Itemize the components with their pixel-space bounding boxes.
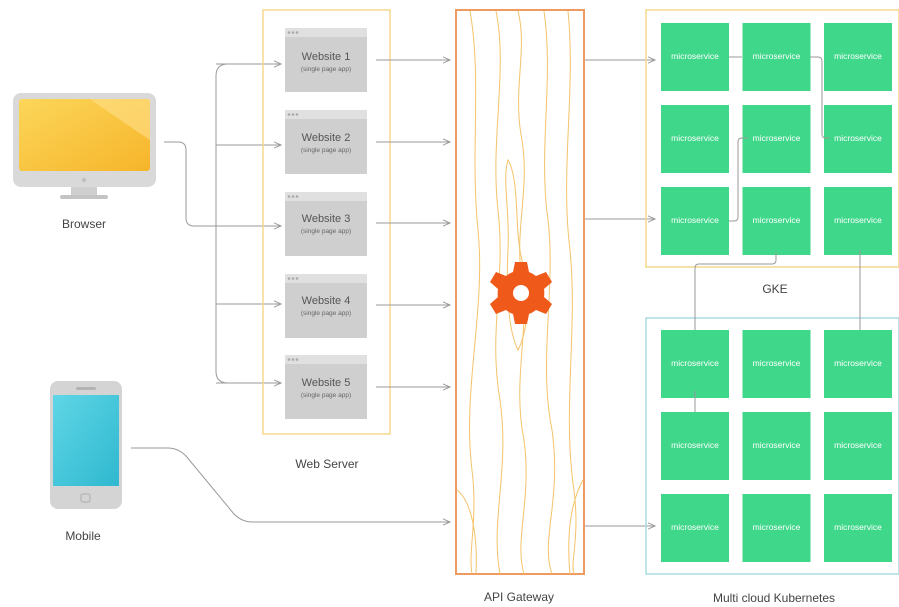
web-server: Web Server (262, 9, 391, 471)
microservice-tile[interactable]: microservice (824, 187, 892, 255)
microservice-label: microservice (671, 215, 719, 225)
microservice-tile[interactable]: microservice (742, 105, 811, 173)
microservice-tile[interactable]: microservice (824, 412, 892, 480)
gateway-to-cluster-connectors (585, 60, 655, 526)
browser-label: Browser (62, 217, 106, 231)
mobile-connector (131, 447, 450, 522)
gke-frame (645, 9, 899, 268)
website-card[interactable]: Website 5 (single page app) (285, 355, 367, 419)
website-subtitle: (single page app) (301, 228, 351, 235)
microservice-tile[interactable]: microservice (661, 23, 729, 91)
website-title: Website 2 (302, 132, 351, 144)
microservice-label: microservice (834, 522, 882, 532)
web-server-label: Web Server (295, 457, 358, 471)
website-subtitle: (single page app) (301, 147, 351, 154)
api-gateway: API Gateway (455, 9, 585, 604)
multicloud-label: Multi cloud Kubernetes (713, 591, 835, 605)
microservice-label: microservice (671, 358, 719, 368)
microservice-grids: microservice microservice microservice micr… (661, 23, 892, 562)
browser-device: Browser (13, 93, 156, 231)
microservice-label: microservice (834, 51, 882, 61)
microservice-label: microservice (834, 440, 882, 450)
website-subtitle: (single page app) (301, 310, 351, 317)
browser-connectors (164, 64, 281, 383)
multicloud-frame (645, 317, 899, 575)
website-card[interactable]: Website 2 (single page app) (285, 110, 367, 174)
gear-icon (490, 262, 552, 324)
microservice-tile[interactable]: microservice (824, 105, 892, 173)
website-title: Website 3 (302, 213, 351, 225)
website-card[interactable]: Website 4 (single page app) (285, 274, 367, 338)
microservice-label: microservice (753, 133, 801, 143)
microservice-label: microservice (834, 215, 882, 225)
microservice-label: microservice (671, 522, 719, 532)
microservice-label: microservice (671, 51, 719, 61)
api-gateway-label: API Gateway (484, 590, 554, 604)
microservice-tile[interactable]: microservice (824, 330, 892, 398)
microservice-tile[interactable]: microservice (742, 330, 811, 398)
microservice-tile[interactable]: microservice (742, 494, 811, 562)
microservice-tile[interactable]: microservice (661, 412, 729, 480)
microservice-label: microservice (753, 522, 801, 532)
website-card[interactable]: Website 3 (single page app) (285, 192, 367, 256)
website-subtitle: (single page app) (301, 392, 351, 399)
microservice-tile[interactable]: microservice (742, 187, 811, 255)
website-card[interactable]: Website 1 (single page app) (285, 28, 367, 92)
microservice-tile[interactable]: microservice (824, 494, 892, 562)
microservice-label: microservice (753, 358, 801, 368)
mobile-device: Mobile (50, 381, 122, 543)
multicloud-cluster: Multi cloud Kubernetes (645, 317, 899, 605)
mobile-label: Mobile (65, 529, 101, 543)
microservice-label: microservice (834, 358, 882, 368)
microservice-label: microservice (834, 133, 882, 143)
website-title: Website 1 (302, 51, 351, 63)
website-title: Website 5 (302, 377, 351, 389)
microservice-label: microservice (753, 440, 801, 450)
gke-cluster: GKE (645, 9, 899, 296)
microservice-tile[interactable]: microservice (661, 330, 729, 398)
microservice-tile[interactable]: microservice (661, 105, 729, 173)
service-links (694, 56, 861, 412)
website-subtitle: (single page app) (301, 66, 351, 73)
microservice-tile[interactable]: microservice (661, 494, 729, 562)
web-server-frame (262, 9, 391, 435)
gke-label: GKE (762, 282, 787, 296)
website-title: Website 4 (302, 295, 351, 307)
microservice-label: microservice (671, 133, 719, 143)
microservice-tile[interactable]: microservice (742, 23, 811, 91)
site-to-gateway-connectors (376, 60, 450, 387)
microservice-tile[interactable]: microservice (742, 412, 811, 480)
microservice-tile[interactable]: microservice (824, 23, 892, 91)
microservice-label: microservice (671, 440, 719, 450)
microservice-label: microservice (753, 215, 801, 225)
microservice-label: microservice (753, 51, 801, 61)
microservice-tile[interactable]: microservice (661, 187, 729, 255)
